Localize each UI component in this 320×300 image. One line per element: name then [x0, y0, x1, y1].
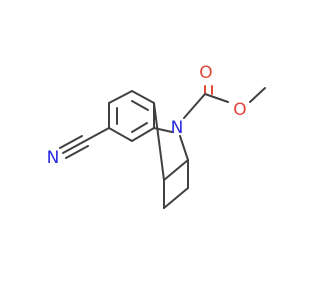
atom-label-ester-oxygen: O: [233, 100, 246, 120]
canvas-background: [0, 0, 300, 300]
bond-n-carbonyl-carbon: [183, 93, 206, 119]
bond-cyclobutane-2: [163, 187, 189, 209]
bond-aryl-nitrile-carbon: [84, 127, 110, 142]
atom-label-nitrile-nitrogen: N: [47, 148, 60, 168]
bond-triple-2: [59, 135, 83, 149]
bond-aromatic-5-inner: [131, 122, 148, 133]
bond-ring-c8-c2a: [163, 159, 189, 181]
bond-aromatic-1: [131, 90, 155, 104]
atom-label-ring-nitrogen: N: [171, 118, 184, 138]
bond-carbonyl-ester-o: [204, 93, 229, 103]
bond-triple-3: [65, 145, 89, 159]
bond-aromatic-4: [108, 127, 133, 142]
bond-ring-n-c8: [179, 135, 189, 161]
bond-ring-c2a-c3a: [153, 102, 165, 181]
bond-aromatic-2: [108, 90, 133, 104]
bond-aromatic-5: [131, 127, 155, 142]
atom-label-carbonyl-oxygen: O: [199, 63, 212, 83]
bond-aromatic-1-inner: [131, 100, 149, 111]
bond-ester-o-methyl: [249, 87, 266, 103]
bond-triple-1: [62, 140, 86, 154]
molecule-structure: O O N N: [0, 0, 300, 300]
